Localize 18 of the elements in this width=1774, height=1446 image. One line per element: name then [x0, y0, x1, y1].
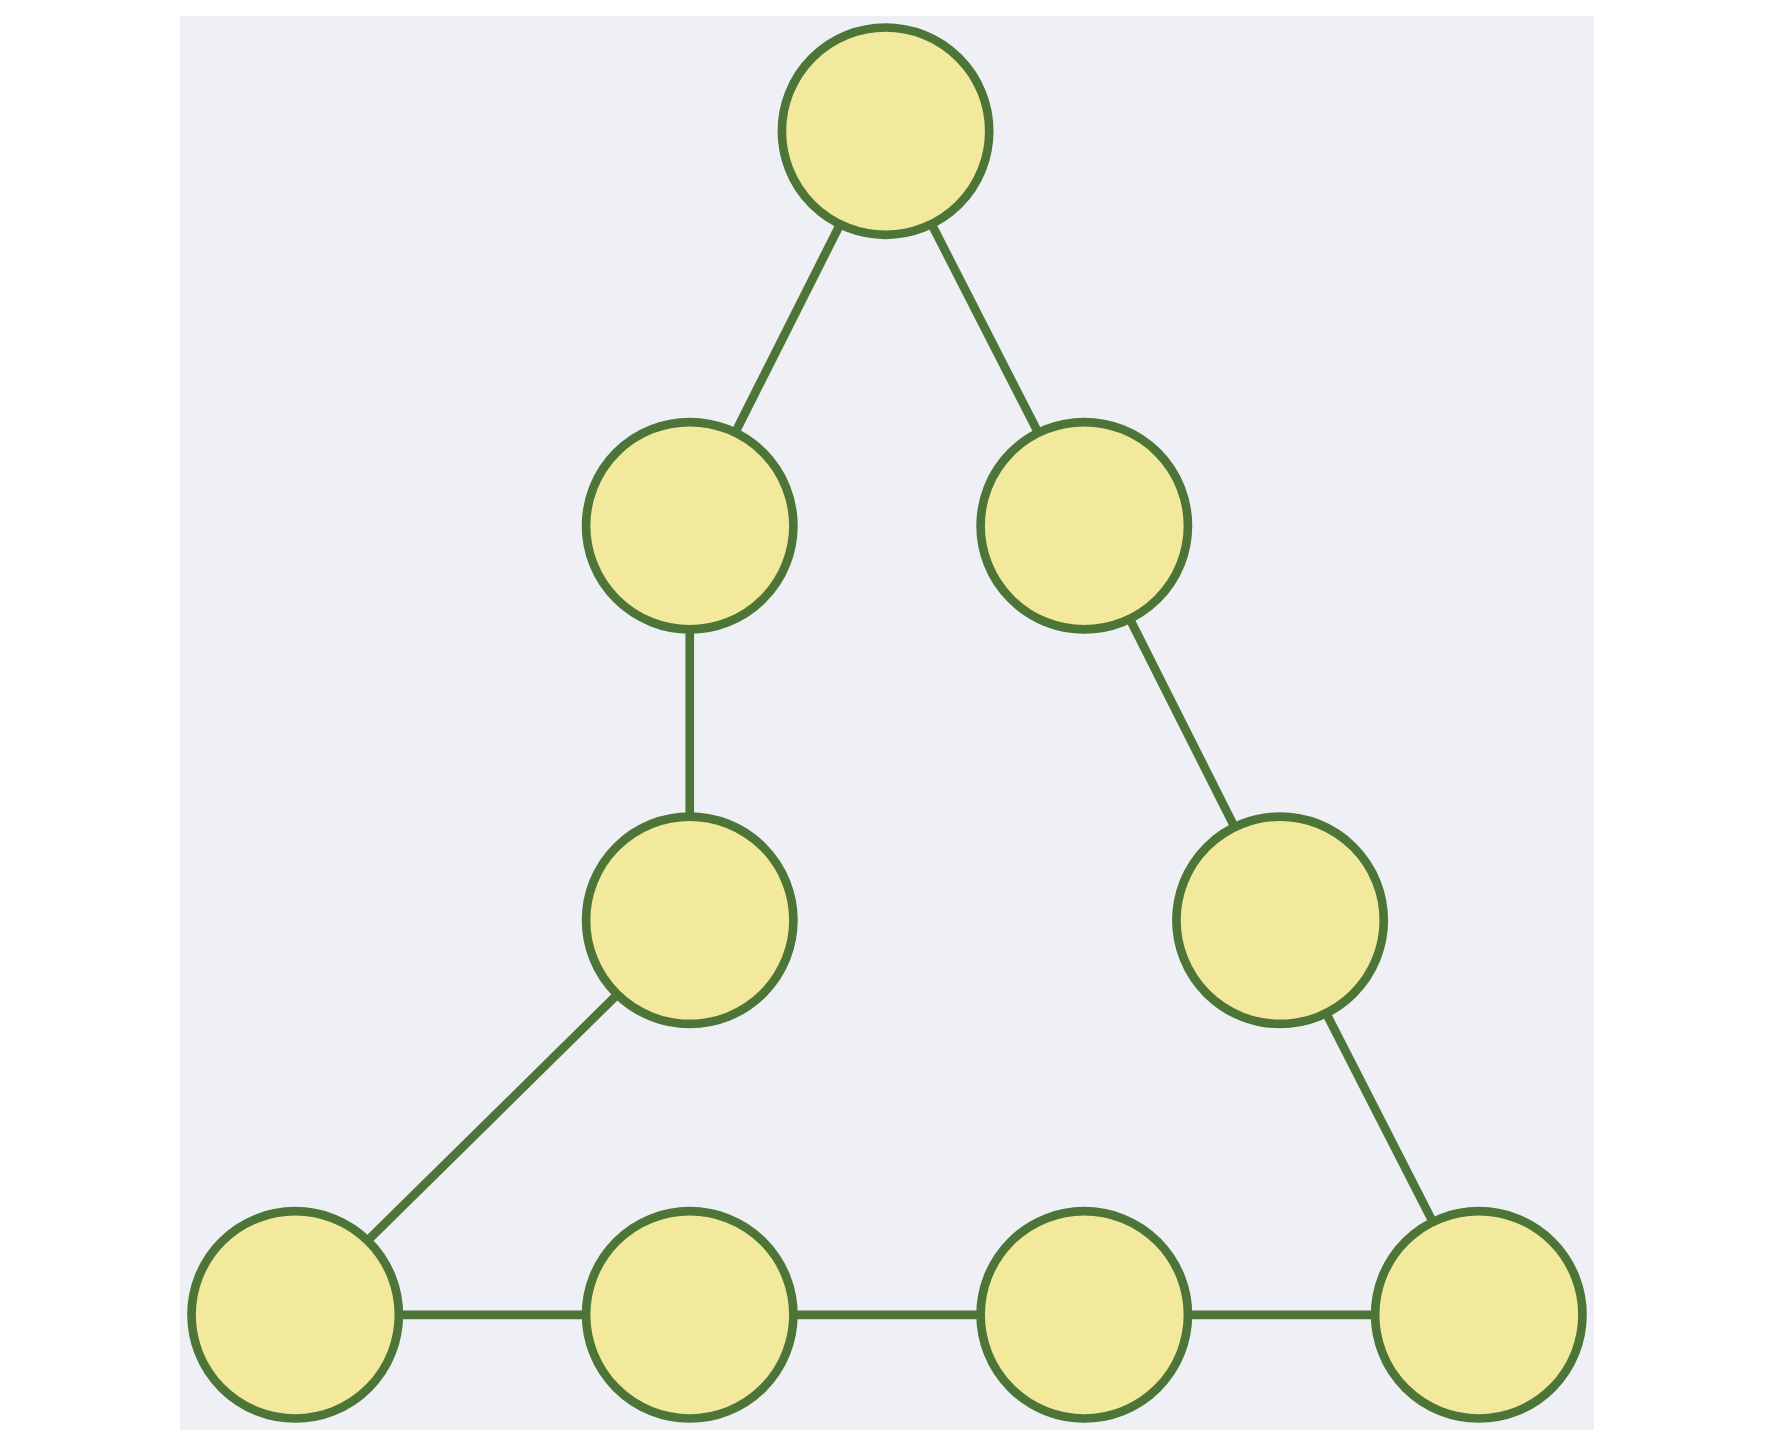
connector	[1188, 1310, 1375, 1320]
connector	[927, 222, 1042, 434]
node-circle	[976, 1206, 1193, 1423]
connector	[365, 992, 620, 1244]
connector	[685, 629, 695, 816]
connector	[399, 1310, 586, 1320]
node-circle	[581, 417, 798, 634]
node-circle	[1370, 1206, 1587, 1423]
node-circle	[976, 417, 1193, 634]
connector	[793, 1310, 980, 1320]
connector	[731, 223, 844, 435]
node-circle	[581, 1206, 798, 1423]
node-circle	[1172, 812, 1389, 1029]
connector	[1322, 1011, 1437, 1223]
node-circle	[581, 812, 798, 1029]
node-circle	[187, 1206, 404, 1423]
connector	[1126, 617, 1239, 829]
node-circle	[777, 23, 994, 240]
